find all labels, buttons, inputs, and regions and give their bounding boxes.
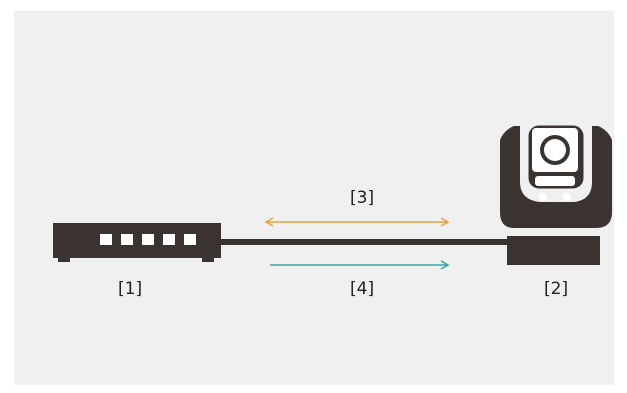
switch-label: [1] (118, 279, 143, 299)
bidirectional-arrow (264, 217, 450, 227)
camera-label: [2] (544, 279, 569, 299)
ptz-camera-icon (500, 122, 612, 265)
bidirectional-arrow-label: [3] (350, 188, 375, 208)
one-way-arrow (270, 260, 450, 270)
one-way-arrow-label: [4] (350, 279, 375, 299)
network-switch-icon (53, 223, 221, 262)
network-cable (221, 239, 509, 245)
